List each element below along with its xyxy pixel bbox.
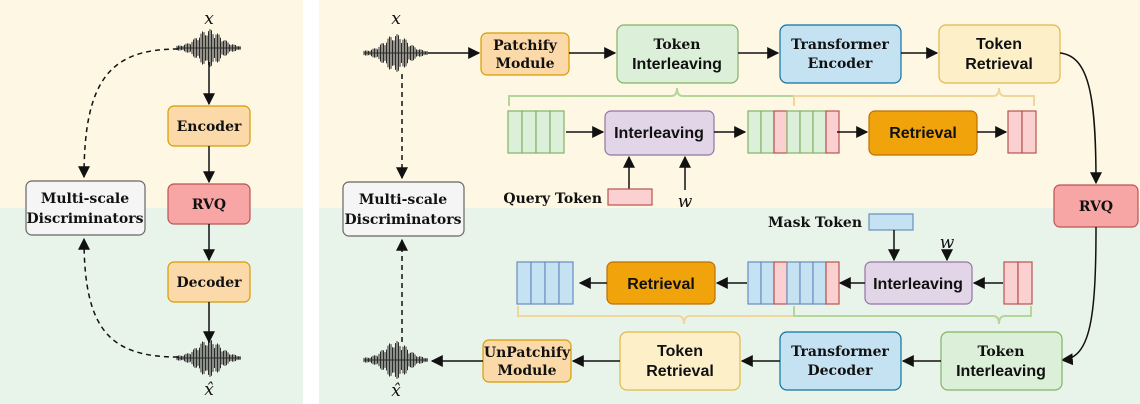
interleaving-top-box <box>604 110 715 156</box>
output-token-stack-blue <box>516 261 574 305</box>
transformer-decoder-box <box>779 331 902 391</box>
retrieval-top-label: Retrieval <box>889 125 957 142</box>
transformer-decoder-line2: Decoder <box>808 363 874 379</box>
token-retrieval-bottom-line1: Token <box>657 343 703 360</box>
patchify-line2: Module <box>495 56 554 72</box>
query-token <box>607 188 653 206</box>
input-token-stack-green <box>507 110 565 154</box>
retrieved-query-tokens-top <box>1007 110 1037 154</box>
retrieval-top-brace <box>793 87 1035 106</box>
token-retrieval-top-line1: Token <box>976 36 1022 53</box>
left-discriminators-line2: Discriminators <box>26 211 143 227</box>
interleaving-bottom-label: Interleaving <box>873 276 963 293</box>
left-input-symbol: x <box>204 9 214 29</box>
right-input-symbol: x <box>391 9 401 29</box>
token-interleaving-top-line2: Interleaving <box>632 56 722 73</box>
right-rvq-label: RVQ <box>1079 199 1113 215</box>
transformer-encoder-line2: Encoder <box>808 56 873 72</box>
interleaved-token-stack-top <box>747 110 840 154</box>
transformer-encoder-line1: Transformer <box>791 37 889 53</box>
patchify-line1: Patchify <box>493 38 558 54</box>
right-input-waveform <box>363 34 428 72</box>
token-retrieval-bottom-line2: Retrieval <box>646 363 714 380</box>
token-retrieval-top-line2: Retrieval <box>965 56 1033 73</box>
left-encoder-label: Encoder <box>177 119 242 135</box>
left-decoder-label: Decoder <box>177 275 243 291</box>
patchify-module-box <box>480 32 570 76</box>
interleaving-top-brace <box>508 87 795 106</box>
left-discriminators-box <box>25 180 146 236</box>
right-discriminators-line1: Multi-scale <box>359 192 447 208</box>
rvq-code-tokens-bottom <box>1003 261 1033 305</box>
retrieval-bottom-brace <box>517 306 795 325</box>
unpatchify-line1: UnPatchify <box>484 345 571 361</box>
left-output-waveform <box>176 339 241 377</box>
transformer-encoder-box <box>779 24 902 84</box>
w-bottom-symbol: w <box>940 233 955 253</box>
token-interleaving-top-line1: Token <box>654 37 701 53</box>
interleaved-token-stack-bottom <box>747 261 840 305</box>
mask-token <box>868 213 914 231</box>
right-discriminators-box <box>342 181 465 237</box>
token-interleaving-bottom-box <box>940 331 1063 391</box>
query-token-label: Query Token <box>503 191 602 207</box>
left-rvq-label: RVQ <box>192 197 226 213</box>
interleaving-top-label: Interleaving <box>614 125 704 142</box>
w-top-symbol: w <box>678 192 693 212</box>
left-discriminators-line1: Multi-scale <box>41 191 129 207</box>
token-interleaving-bottom-line2: Interleaving <box>956 363 1046 380</box>
right-discriminators-line2: Discriminators <box>344 212 461 228</box>
unpatchify-line2: Module <box>497 363 556 379</box>
right-output-waveform <box>363 341 428 379</box>
token-interleaving-top-box <box>616 24 739 84</box>
transformer-decoder-line1: Transformer <box>791 344 889 360</box>
left-panel <box>0 0 303 404</box>
token-interleaving-bottom-line1: Token <box>978 344 1025 360</box>
left-output-symbol: x̂ <box>204 380 214 400</box>
token-retrieval-bottom-box <box>619 331 741 391</box>
retrieval-top-box <box>868 110 978 156</box>
retrieval-bottom-label: Retrieval <box>627 276 695 293</box>
right-output-symbol: x̂ <box>391 381 401 401</box>
left-input-waveform <box>176 29 241 67</box>
mask-token-label: Mask Token <box>768 215 862 231</box>
token-retrieval-top-box <box>938 24 1061 84</box>
interleaving-bottom-brace <box>793 306 1032 325</box>
